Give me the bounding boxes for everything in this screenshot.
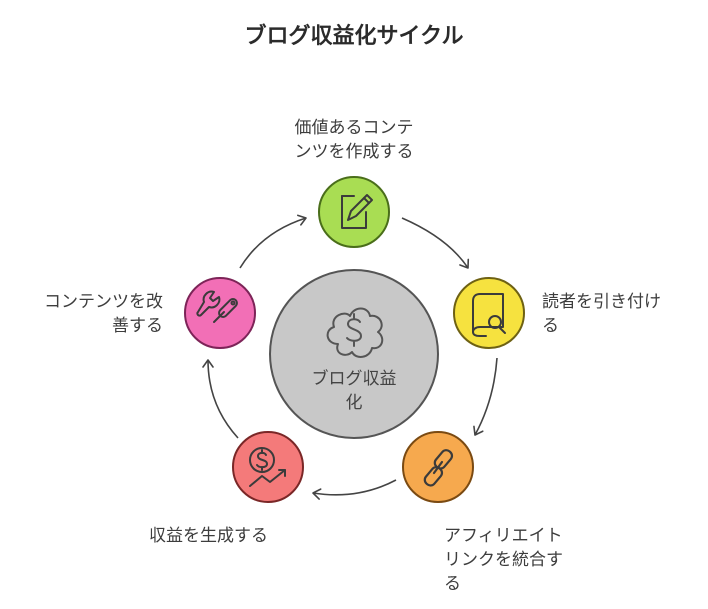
money-growth-icon — [249, 447, 286, 487]
step-generate-revenue — [232, 431, 304, 503]
step-integrate-label-line1: アフィリエイト — [444, 526, 563, 546]
step-attract-label-line1: 読者を引き付け — [542, 292, 661, 312]
step-create-content — [318, 176, 390, 248]
step-attract-label-line2: る — [542, 316, 559, 336]
arrow-attract-to-integrate — [473, 357, 498, 436]
book-search-icon — [472, 293, 506, 337]
step-integrate-label-line2: リンクを統合す — [444, 550, 563, 570]
diagram-title: ブログ収益化サイクル — [244, 24, 464, 49]
step-improve-content — [184, 277, 256, 349]
step-integrate-label-line3: る — [444, 574, 461, 594]
center-label-line1: ブログ収益 — [312, 368, 397, 389]
dollar-cloud-icon — [326, 307, 384, 358]
step-attract-readers — [453, 277, 525, 349]
step-integrate-links — [402, 431, 474, 503]
wrench-tools-icon — [196, 290, 238, 323]
step-create-label-line1: 価値あるコンテ — [295, 118, 414, 138]
chain-link-icon — [423, 449, 454, 487]
center-label-line2: 化 — [346, 393, 363, 413]
step-improve-label-line1: コンテンツを改 — [44, 292, 163, 312]
step-revenue-label-line1: 収益を生成する — [149, 526, 268, 546]
arrow-improve-to-create — [239, 214, 307, 269]
arrow-revenue-to-improve — [202, 359, 239, 439]
step-create-label-line2: ンツを作成する — [295, 142, 414, 162]
pencil-document-icon — [341, 194, 373, 229]
arrow-integrate-to-revenue — [312, 479, 397, 500]
center-node: ブログ収益 化 — [269, 269, 439, 439]
step-improve-label-line2: 善する — [112, 316, 163, 336]
arrow-create-to-attract — [401, 217, 470, 269]
